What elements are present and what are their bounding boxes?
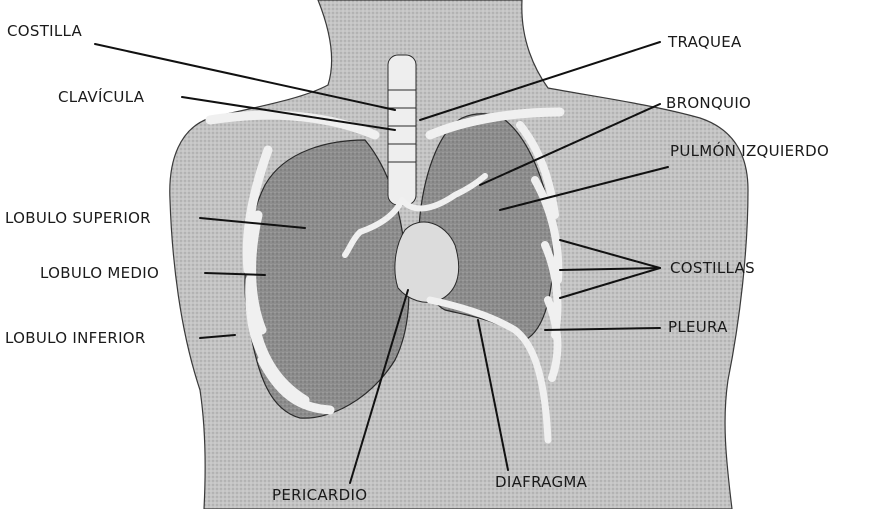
label-costillas: COSTILLAS [670,259,755,277]
label-lobulo-inferior: LOBULO INFERIOR [5,329,146,347]
label-pulmon-izquierdo: PULMÓN IZQUIERDO [670,142,829,160]
label-clavicula: CLAVÍCULA [58,88,144,106]
label-lobulo-medio: LOBULO MEDIO [40,264,159,282]
label-pleura: PLEURA [668,318,728,336]
label-lobulo-superior: LOBULO SUPERIOR [5,209,151,227]
label-traquea: TRAQUEA [668,33,742,51]
label-costilla: COSTILLA [7,22,82,40]
label-diafragma: DIAFRAGMA [495,473,587,491]
label-bronquio: BRONQUIO [666,94,751,112]
label-pericardio: PERICARDIO [272,486,367,504]
